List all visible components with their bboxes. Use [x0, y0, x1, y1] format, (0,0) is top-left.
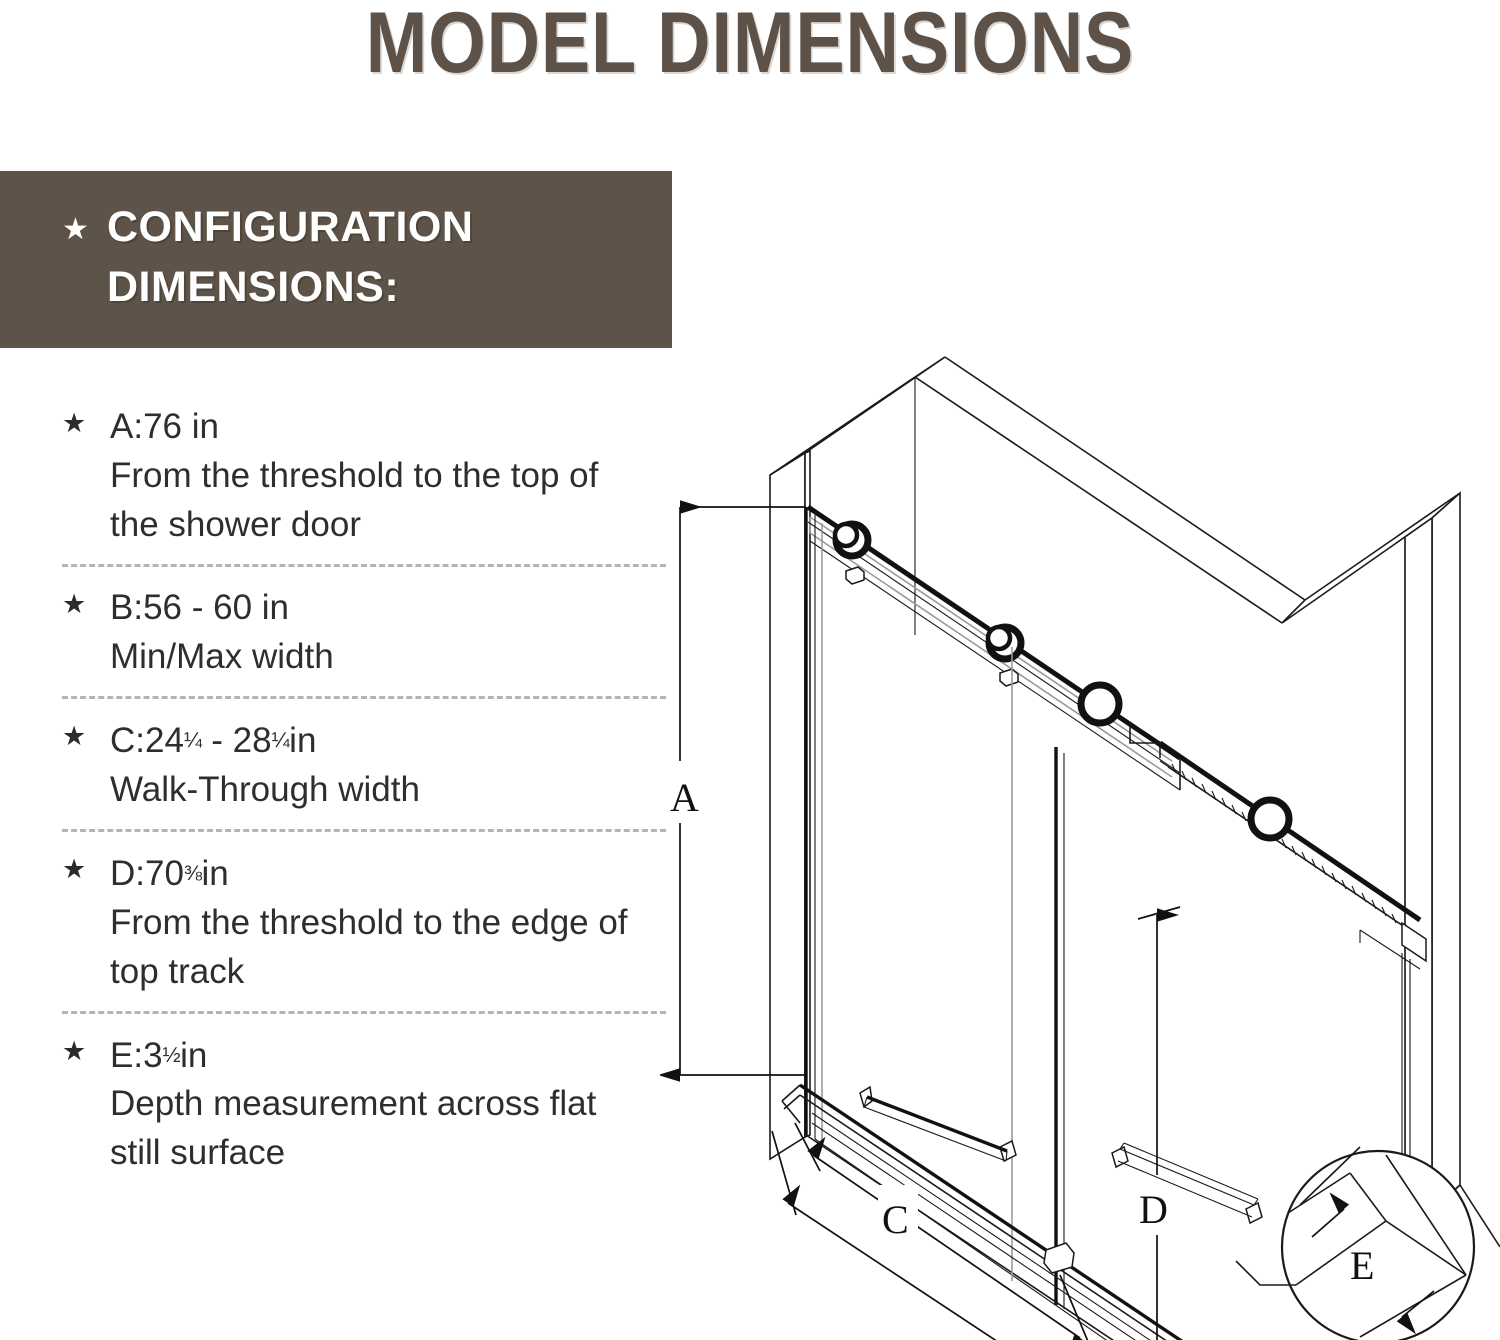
dimension-b: B	[771, 1130, 1438, 1340]
alcove-enclosure	[769, 356, 1500, 1286]
dimension-code-e: E:3½in	[110, 1035, 208, 1075]
dimension-d: D	[1137, 906, 1181, 1340]
dimension-desc-a: From the threshold to the top of the sho…	[110, 456, 599, 544]
left-door-handle	[859, 1085, 1017, 1163]
dimension-label-d: D	[1139, 1187, 1168, 1232]
dimension-desc-d: From the threshold to the edge of top tr…	[110, 902, 628, 991]
dimension-item-c: ★ C:24¼ - 28¼in Walk-Through width	[0, 715, 690, 814]
dimension-item-e: ★ E:3½in Depth measurement across flat s…	[0, 1030, 690, 1178]
detail-callout-e: E	[1235, 1146, 1476, 1340]
top-track-assembly	[806, 504, 1427, 970]
dimension-desc-c: Walk-Through width	[110, 769, 420, 809]
star-icon: ★	[62, 408, 87, 438]
dimension-label-c: C	[882, 1197, 909, 1242]
star-icon: ★	[62, 1035, 87, 1066]
dimension-code-b: B:56 - 60 in	[110, 588, 290, 627]
shower-door-isometric-drawing: A D C B E	[660, 275, 1500, 1340]
config-header-line-2: DIMENSIONS:	[107, 263, 400, 311]
dimension-code-a: A:76 in	[110, 407, 219, 446]
anti-jump-clips	[845, 566, 1019, 687]
configuration-dimensions-header: ★ CONFIGURATION DIMENSIONS:	[0, 171, 672, 348]
dimension-code-d: D:70⅜in	[110, 853, 229, 893]
dimension-item-a: ★ A:76 in From the threshold to the top …	[0, 402, 690, 549]
dimension-list: ★ A:76 in From the threshold to the top …	[0, 402, 690, 1177]
dimension-item-b: ★ B:56 - 60 in Min/Max width	[0, 583, 690, 681]
list-divider	[62, 1010, 666, 1014]
page-title: MODEL DIMENSIONS	[365, 0, 1135, 91]
star-icon: ★	[62, 853, 87, 884]
list-divider	[62, 696, 666, 699]
list-divider	[62, 828, 666, 832]
dimension-label-e: E	[1350, 1243, 1374, 1288]
star-icon: ★	[62, 213, 89, 246]
list-divider	[62, 564, 666, 567]
dimension-item-d: ★ D:70⅜in From the threshold to the edge…	[0, 848, 690, 996]
dimension-code-c: C:24¼ - 28¼in	[110, 720, 317, 760]
dimension-a: A	[660, 500, 806, 1082]
dimension-label-a: A	[670, 775, 699, 820]
roller-wheels	[832, 520, 1293, 842]
config-header-line-1: CONFIGURATION	[107, 203, 474, 251]
right-door-handle	[1111, 1142, 1263, 1225]
star-icon: ★	[62, 721, 87, 751]
dimension-desc-e: Depth measurement across flat still surf…	[110, 1084, 597, 1173]
dimension-desc-b: Min/Max width	[110, 637, 334, 676]
star-icon: ★	[62, 589, 87, 619]
